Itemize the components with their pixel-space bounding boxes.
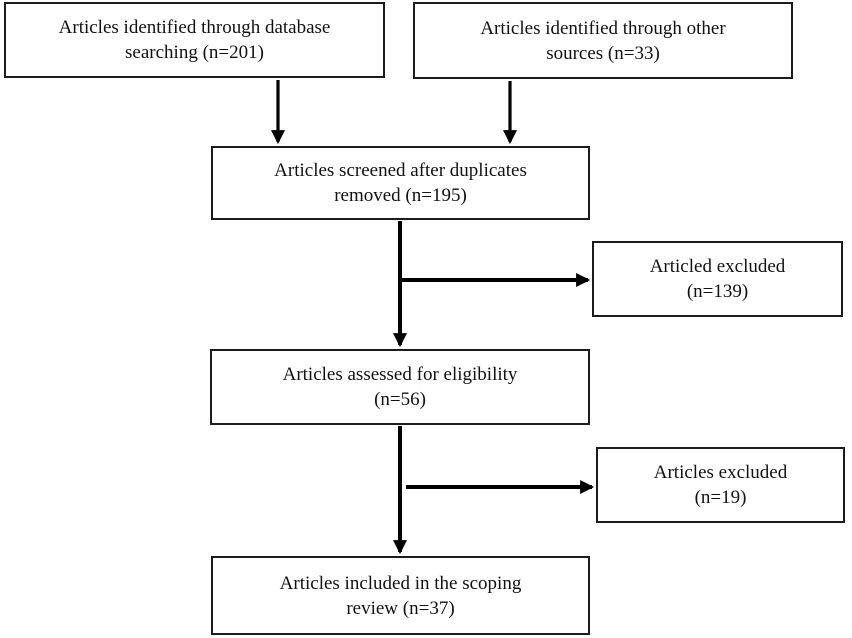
box-included-text: Articles included in the scoping review … [279, 572, 522, 619]
box-excluded-eligibility-text: Articles excluded (n=19) [653, 462, 788, 508]
box-identified-database-text: Articles identified through database sea… [58, 17, 331, 63]
box-identified-database: Articles identified through database sea… [4, 2, 385, 78]
box-excluded-screening-text: Articled excluded (n=139) [649, 256, 786, 302]
box-assessed: Articles assessed for eligibility (n=56) [210, 349, 590, 425]
box-identified-other-text: Articles identified through other source… [480, 17, 726, 64]
box-assessed-text: Articles assessed for eligibility (n=56) [282, 364, 518, 410]
box-included: Articles included in the scoping review … [211, 556, 590, 635]
box-excluded-screening: Articled excluded (n=139) [592, 241, 843, 317]
box-screened: Articles screened after duplicates remov… [211, 146, 590, 220]
box-excluded-eligibility: Articles excluded (n=19) [596, 447, 845, 523]
box-screened-text: Articles screened after duplicates remov… [274, 160, 527, 206]
box-identified-other: Articles identified through other source… [413, 2, 793, 79]
